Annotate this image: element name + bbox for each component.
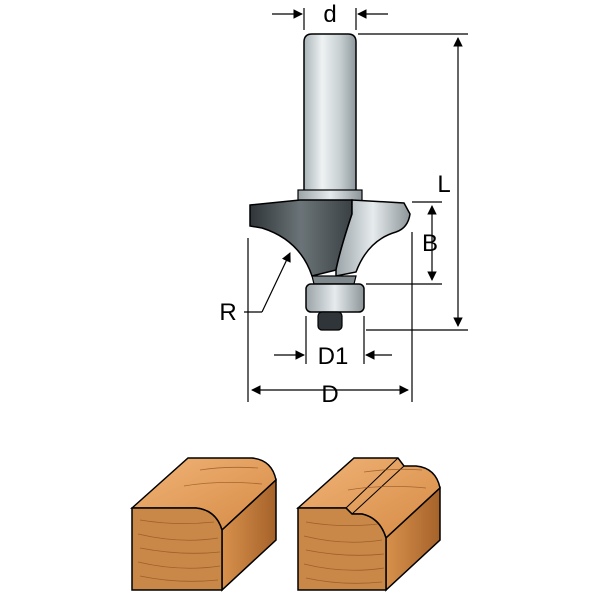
cutter-lower-body — [311, 275, 357, 285]
bearing-bolt — [317, 311, 343, 331]
bit-shank — [303, 33, 357, 197]
bearing — [305, 283, 365, 313]
label-D: D — [321, 381, 338, 408]
cutter-right — [335, 199, 411, 277]
label-R: R — [219, 299, 236, 326]
label-L: L — [437, 171, 450, 198]
label-D1: D1 — [318, 343, 349, 370]
label-B: B — [422, 230, 438, 257]
beaded-edge-sample — [296, 457, 441, 592]
router-bit — [249, 33, 411, 331]
dimension-lines — [244, 8, 468, 402]
rounded-edge-sample — [130, 457, 277, 592]
label-d: d — [323, 1, 336, 28]
